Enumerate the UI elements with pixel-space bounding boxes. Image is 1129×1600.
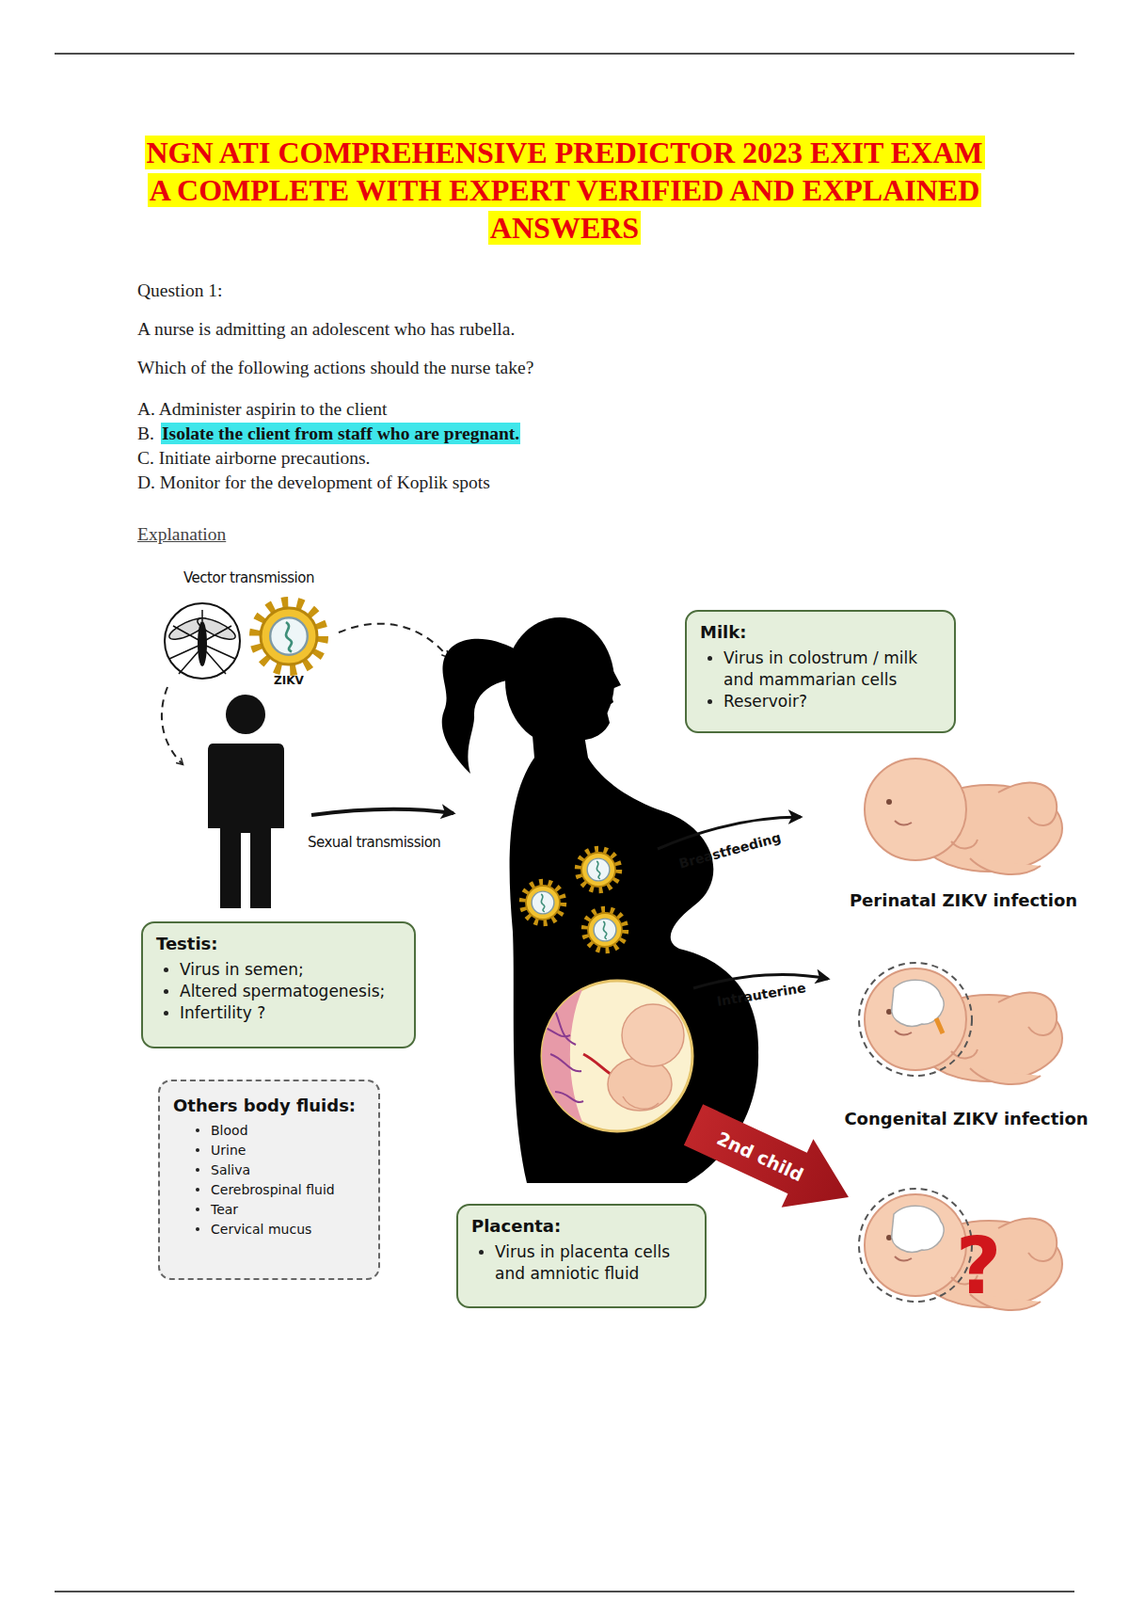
question-stem: Which of the following actions should th… [137, 356, 534, 379]
bullet-text: Reservoir? [723, 690, 808, 713]
virus-label: ZIKV [273, 673, 304, 687]
body-virus [522, 848, 625, 950]
info-box: Milk: Virus in colostrum / milk and mamma… [684, 609, 956, 733]
bullet-dot [707, 699, 713, 704]
answer-letter: B. [137, 422, 155, 445]
question-stem: A nurse is admitting an adolescent who h… [137, 318, 515, 340]
bullet-dot [163, 988, 169, 994]
bullet-text: Virus in placenta cells and amniotic flu… [494, 1240, 692, 1285]
transmission-arrows [657, 816, 828, 988]
bullet-dot [195, 1226, 200, 1231]
bullet-dot [707, 655, 713, 661]
pathway-label: Sexual transmission [307, 833, 441, 851]
page-rule [54, 53, 1075, 1591]
bullet-text: Cervical mucus [210, 1219, 312, 1240]
bullet-text: Infertility ? [179, 1001, 266, 1024]
outcome-label: Perinatal ZIKV infection [849, 890, 1078, 911]
bullet-text: Cerebrospinal fluid [210, 1179, 335, 1200]
correct-answer: Isolate the client from staff who are pr… [160, 422, 521, 445]
bullet-text: Virus in colostrum / milk and mammarian … [723, 647, 941, 691]
bullet-dot [195, 1128, 200, 1132]
pathway-label: Vector transmission [183, 569, 315, 587]
congenital-baby [858, 962, 1063, 1084]
sexual-transmission-arrow [311, 809, 454, 815]
bullet-text: Tear [210, 1199, 239, 1220]
info-box: Others body fluids: BloodUrineSalivaCereb… [158, 1079, 381, 1280]
box-heading: Testis: [156, 933, 219, 954]
perinatal-baby [864, 758, 1063, 875]
info-box: Placenta: Virus in placenta cells and amn… [456, 1203, 707, 1308]
bullet-dot [195, 1207, 200, 1211]
vector-arrows [161, 623, 448, 764]
bullet-text: Virus in semen; [179, 958, 304, 981]
pregnant-woman-silhouette [442, 617, 759, 1183]
outcome-label: Congenital ZIKV infection [843, 1108, 1088, 1129]
second-child-arrow [677, 1090, 865, 1231]
box-heading: Milk: [699, 621, 747, 642]
bullet-dot [195, 1147, 200, 1152]
bullet-dot [478, 1249, 484, 1255]
bullet-dot [163, 967, 169, 972]
bullet-dot [195, 1167, 200, 1172]
box-heading: Placenta: [471, 1215, 561, 1236]
explanation-link: Explanation [137, 523, 226, 545]
question-number: Question 1: [137, 279, 223, 302]
box-heading: Others body fluids: [173, 1095, 356, 1115]
title-text: NGN ATI COMPREHENSIVE PREDICTOR 2023 EXI… [144, 135, 986, 245]
question-mark: ? [955, 1218, 1002, 1314]
answer-option: C. Initiate airborne precautions. [137, 446, 370, 469]
bullet-dot [163, 1010, 169, 1016]
bullet-text: Saliva [210, 1160, 251, 1180]
uterus-inset [526, 978, 693, 1139]
bullet-dot [195, 1187, 200, 1192]
bullet-text: Urine [210, 1140, 246, 1161]
bullet-text: Blood [210, 1120, 249, 1141]
info-box: Testis: Virus in semen;Altered spermatoge… [141, 921, 416, 1049]
man-silhouette [207, 694, 285, 908]
mosquito-icon [164, 603, 240, 679]
answer-option: D. Monitor for the development of Koplik… [137, 471, 491, 493]
zika-virus [254, 602, 323, 670]
answer-option: A. Administer aspirin to the client [137, 397, 387, 420]
page-title: NGN ATI COMPREHENSIVE PREDICTOR 2023 EXI… [131, 133, 998, 247]
bullet-text: Altered spermatogenesis; [179, 980, 385, 1002]
